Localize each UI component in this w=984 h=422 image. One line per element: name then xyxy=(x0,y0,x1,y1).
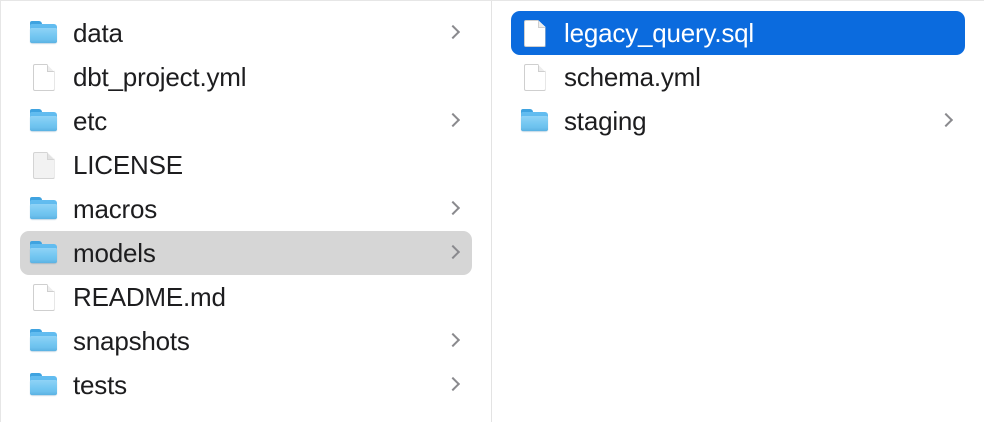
generic-document-icon xyxy=(29,150,59,180)
folder-row[interactable]: snapshots xyxy=(20,319,472,363)
document-icon xyxy=(520,18,550,48)
item-label: README.md xyxy=(73,282,226,312)
item-label: schema.yml xyxy=(564,62,701,92)
document-icon xyxy=(29,282,59,312)
file-row[interactable]: LICENSE xyxy=(20,143,472,187)
chevron-right-icon xyxy=(446,22,460,44)
file-row[interactable]: dbt_project.yml xyxy=(20,55,472,99)
item-label: staging xyxy=(564,106,647,136)
chevron-right-icon xyxy=(446,198,460,220)
folder-icon xyxy=(29,18,59,48)
chevron-right-icon xyxy=(446,374,460,396)
chevron-right-icon xyxy=(446,110,460,132)
chevron-right-icon xyxy=(446,242,460,264)
folder-icon xyxy=(29,194,59,224)
chevron-right-icon xyxy=(939,110,953,132)
file-row[interactable]: schema.yml xyxy=(511,55,965,99)
item-label: tests xyxy=(73,370,127,400)
folder-row[interactable]: etc xyxy=(20,99,472,143)
item-label: data xyxy=(73,18,123,48)
chevron-right-icon xyxy=(446,330,460,352)
item-label: models xyxy=(73,238,156,268)
document-icon xyxy=(520,62,550,92)
folder-icon xyxy=(29,370,59,400)
folder-row[interactable]: macros xyxy=(20,187,472,231)
folder-row[interactable]: tests xyxy=(20,363,472,407)
folder-icon xyxy=(29,326,59,356)
folder-icon xyxy=(29,106,59,136)
file-row[interactable]: README.md xyxy=(20,275,472,319)
item-label: LICENSE xyxy=(73,150,183,180)
folder-row[interactable]: models xyxy=(20,231,472,275)
file-row[interactable]: legacy_query.sql xyxy=(511,11,965,55)
folder-icon xyxy=(520,106,550,136)
item-label: snapshots xyxy=(73,326,190,356)
item-label: etc xyxy=(73,106,108,136)
finder-column-2: legacy_query.sql schema.yml staging xyxy=(492,1,984,422)
item-label: legacy_query.sql xyxy=(564,18,754,48)
folder-row[interactable]: data xyxy=(20,11,472,55)
document-icon xyxy=(29,62,59,92)
folder-icon xyxy=(29,238,59,268)
folder-row[interactable]: staging xyxy=(511,99,965,143)
item-label: macros xyxy=(73,194,158,224)
item-label: dbt_project.yml xyxy=(73,62,247,92)
